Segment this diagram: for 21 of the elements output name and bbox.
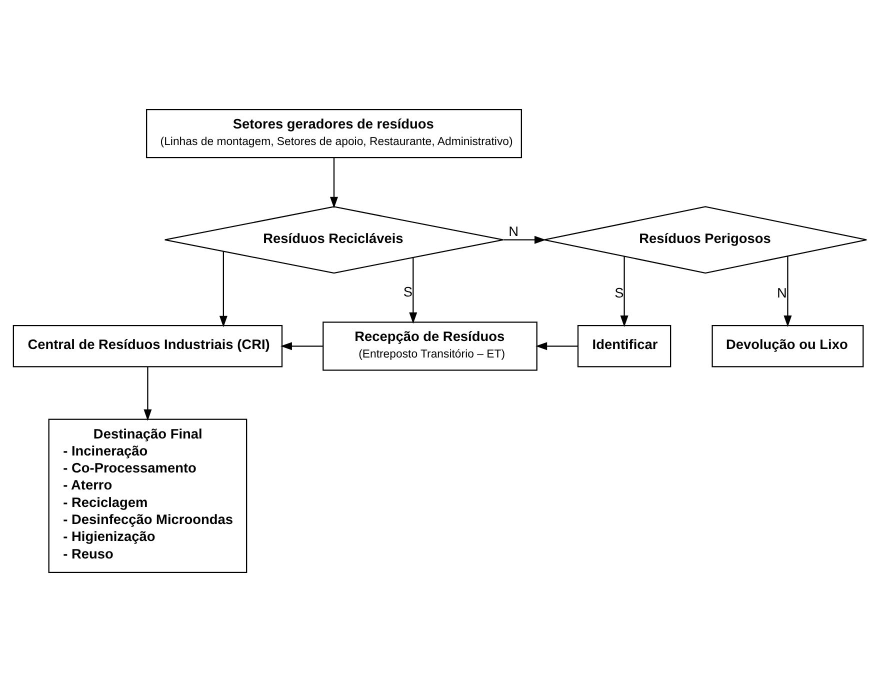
arrow: [409, 257, 418, 324]
arrow: [620, 256, 628, 326]
node-diamond: Resíduos Perigosos: [544, 206, 868, 274]
node-box: Setores geradores de resíduos (Linhas de montagem, Setores de apoio, Restaurante, Administrativo): [146, 108, 522, 158]
arrow: [503, 235, 546, 244]
node-box: Devolução ou Lixo: [712, 324, 864, 367]
node-box: Destinação Final - Incineração - Co-Processamento - Aterro - Reciclagem - Desinfecção Microondas - Higienização - Reuso: [48, 418, 248, 572]
arrow: [144, 366, 152, 420]
arrow: [330, 157, 338, 208]
edge-label: N: [508, 223, 518, 238]
arrow: [536, 342, 578, 350]
edge-label: S: [403, 284, 413, 299]
edge-label: N: [777, 284, 787, 300]
arrow: [219, 251, 228, 327]
node-box: Central de Resíduos Industriais (CRI): [12, 324, 283, 367]
node-box: Recepção de Resíduos (Entreposto Transitório – ET): [322, 321, 538, 370]
arrow: [280, 342, 323, 350]
edge-label: S: [614, 284, 624, 300]
arrow: [784, 256, 792, 326]
node-diamond: Resíduos Recicláveis: [164, 206, 504, 274]
node-box: Identificar: [577, 324, 672, 367]
